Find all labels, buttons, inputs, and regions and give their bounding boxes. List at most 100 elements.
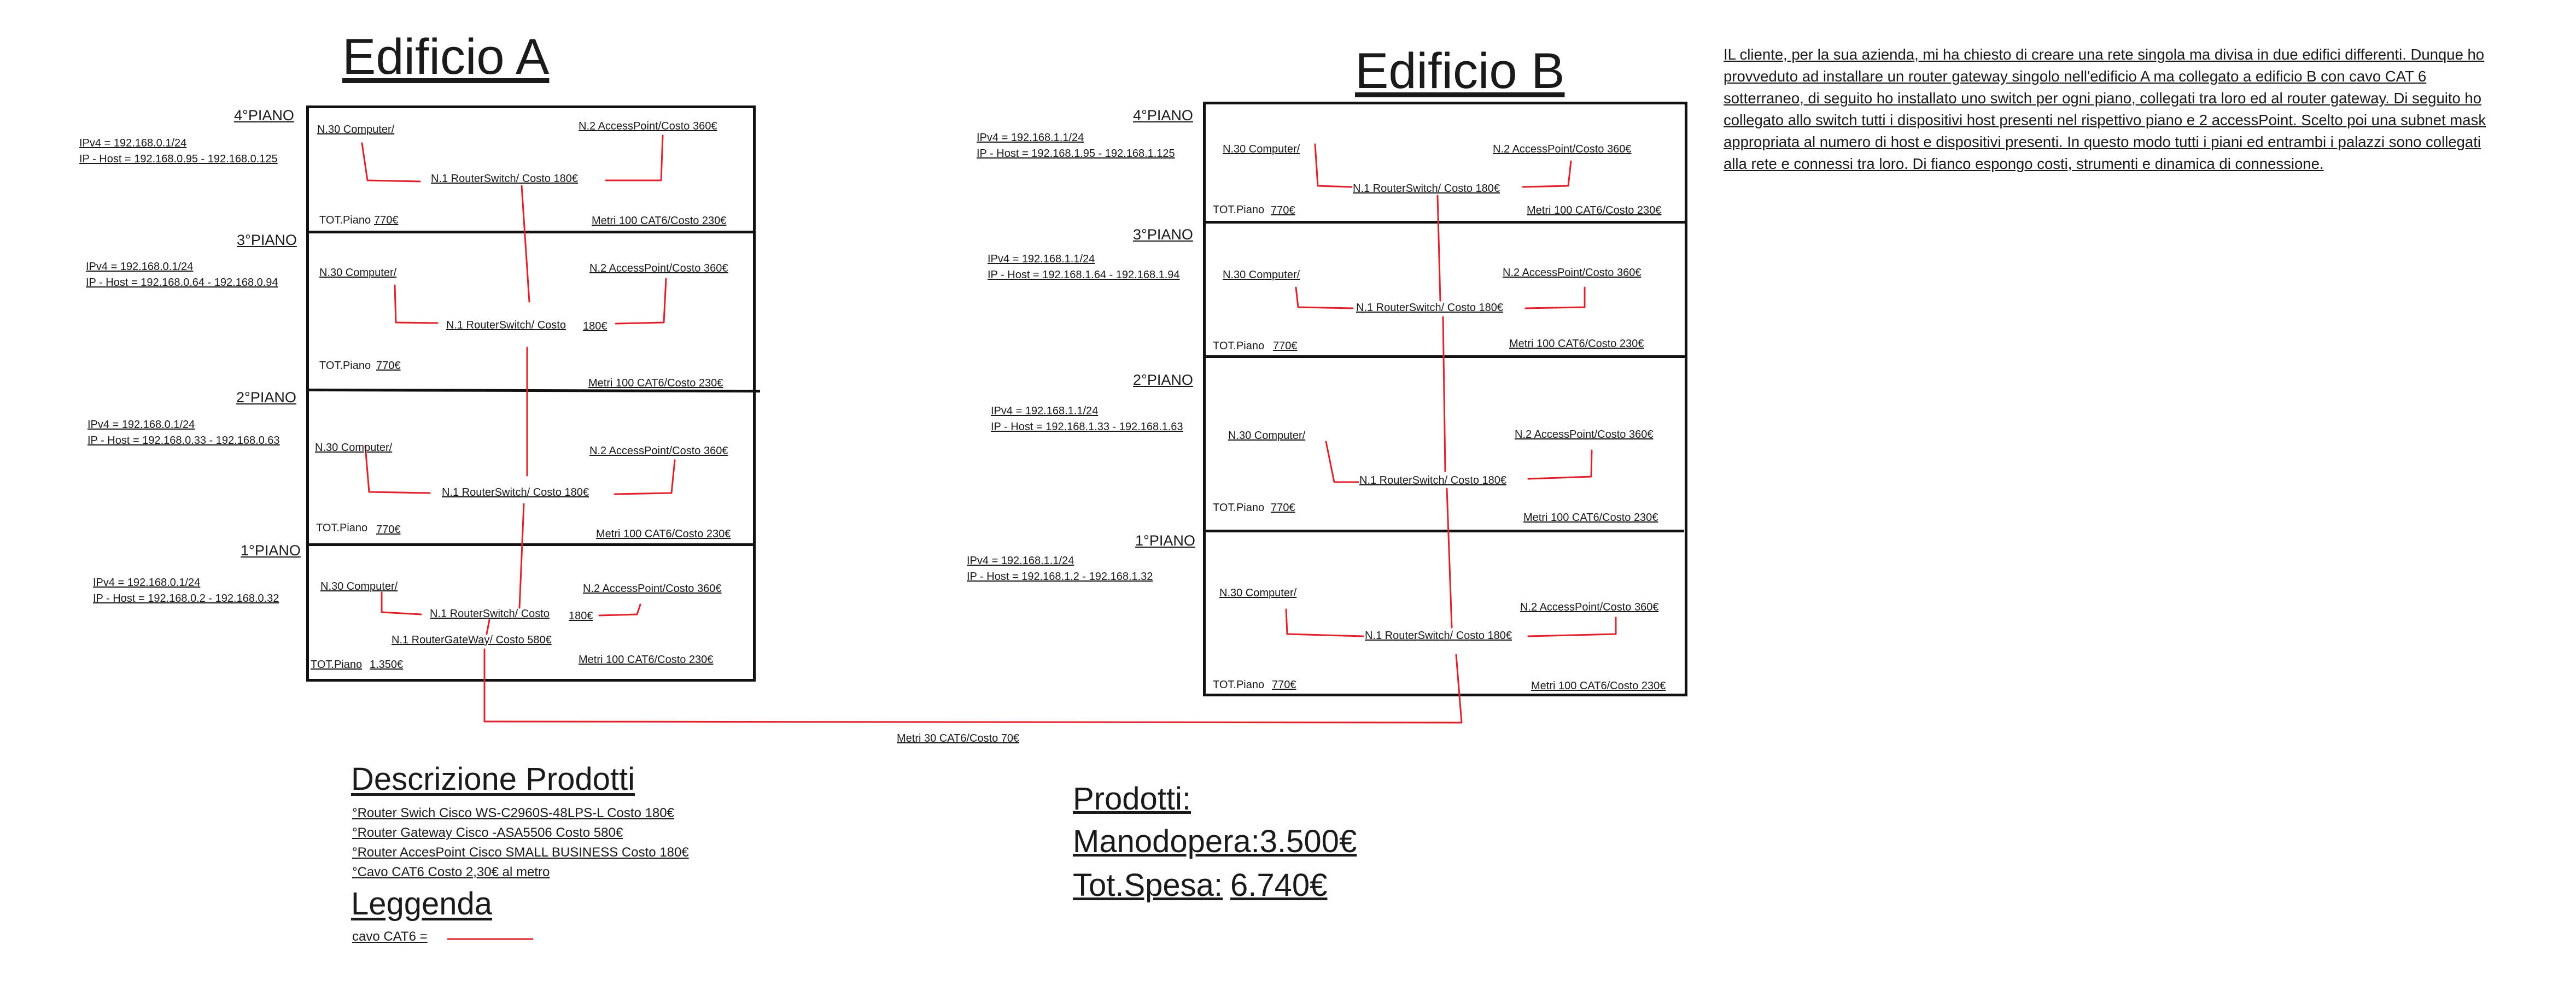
a-floor1-total-label: TOT.Piano [311, 659, 363, 671]
a-floor3-switch: N.1 RouterSwitch/ Costo [446, 319, 566, 331]
b-floor3-cable: Metri 100 CAT6/Costo 230€ [1509, 338, 1644, 350]
cable-a-switch-gateway [486, 619, 490, 635]
product-item: °Router Swich Cisco WS-C2960S-48LPS-L Co… [352, 806, 674, 820]
b-floor2-iprange: IP - Host = 192.168.1.33 - 192.168.1.63 [991, 421, 1183, 433]
b-floor3-label: 3°PIANO [1133, 226, 1193, 243]
floor-divider [306, 231, 756, 233]
b-floor1-computers: N.30 Computer/ [1219, 587, 1297, 599]
cable-b-riser-4-3 [1436, 195, 1441, 302]
a-floor3-cable: Metri 100 CAT6/Costo 230€ [588, 377, 723, 389]
a-floor3-accesspoint: N.2 AccessPoint/Costo 360€ [589, 262, 728, 274]
b-floor1-accesspoint: N.2 AccessPoint/Costo 360€ [1520, 601, 1659, 613]
a-floor1-ipv4: IPv4 = 192.168.0.1/24 [93, 577, 201, 589]
cable-a2-ap [614, 459, 676, 495]
a-floor3-computers: N.30 Computer/ [319, 267, 397, 279]
cable-a4-computers [361, 142, 421, 183]
a-floor2-computers: N.30 Computer/ [315, 442, 393, 454]
b-floor4-label: 4°PIANO [1133, 107, 1193, 124]
b-floor2-switch: N.1 RouterSwitch/ Costo 180€ [1359, 474, 1507, 486]
floor-divider [1203, 221, 1687, 224]
legend-cable-label: cavo CAT6 = [352, 929, 428, 944]
a-floor1-cable: Metri 100 CAT6/Costo 230€ [579, 654, 714, 666]
b-floor4-iprange: IP - Host = 192.168.1.95 - 192.168.1.125 [977, 148, 1175, 160]
b-floor4-accesspoint: N.2 AccessPoint/Costo 360€ [1493, 143, 1632, 155]
b-floor2-total: 770€ [1271, 502, 1295, 514]
a-floor2-switch: N.1 RouterSwitch/ Costo 180€ [442, 486, 589, 498]
a-floor3-label: 3°PIANO [237, 232, 297, 248]
b-floor1-cable: Metri 100 CAT6/Costo 230€ [1531, 680, 1666, 692]
a-floor4-cable: Metri 100 CAT6/Costo 230€ [592, 215, 727, 227]
b-floor3-iprange: IP - Host = 192.168.1.64 - 192.168.1.94 [988, 269, 1180, 281]
legend-heading: Leggenda [351, 886, 493, 922]
summary-products: Prodotti: [1073, 781, 1191, 817]
a-floor3-switch-cost: 180€ [583, 320, 608, 332]
a-floor4-switch: N.1 RouterSwitch/ Costo 180€ [431, 173, 579, 185]
cable-b2-ap [1527, 449, 1593, 480]
a-floor1-accesspoint: N.2 AccessPoint/Costo 360€ [583, 583, 722, 595]
a-floor4-ipv4: IPv4 = 192.168.0.1/24 [79, 137, 187, 149]
b-floor3-total-label: TOT.Piano [1213, 340, 1265, 352]
products-heading: Descrizione Prodotti [351, 761, 635, 797]
cable-b4-ap [1522, 160, 1572, 188]
a-floor1-switch-cost: 180€ [569, 610, 593, 622]
b-floor2-label: 2°PIANO [1133, 372, 1193, 388]
a-floor4-total-label: TOT.Piano [319, 214, 371, 226]
cable-a1-ap [598, 603, 641, 617]
b-floor4-ipv4: IPv4 = 192.168.1.1/24 [977, 132, 1084, 144]
a-floor2-ipv4: IPv4 = 192.168.0.1/24 [87, 419, 195, 431]
cable-b4-computers [1314, 143, 1353, 188]
a-floor1-iprange: IP - Host = 192.168.0.2 - 192.168.0.32 [93, 593, 279, 605]
a-floor1-switch: N.1 RouterSwitch/ Costo [430, 608, 550, 620]
b-floor1-ipv4: IPv4 = 192.168.1.1/24 [967, 555, 1074, 567]
floor-divider [306, 543, 756, 546]
building-b-title: Edificio B [1355, 43, 1565, 99]
a-floor4-iprange: IP - Host = 192.168.0.95 - 192.168.0.125 [79, 153, 278, 165]
a-floor4-total: 770€ [374, 214, 399, 226]
b-floor1-total-label: TOT.Piano [1213, 679, 1265, 691]
b-floor1-switch: N.1 RouterSwitch/ Costo 180€ [1365, 630, 1512, 642]
cable-a-riser-2-1 [518, 503, 525, 609]
b-floor3-ipv4: IPv4 = 192.168.1.1/24 [988, 253, 1095, 265]
b-floor1-label: 1°PIANO [1135, 532, 1195, 549]
cable-b2-computers [1325, 441, 1359, 483]
cable-a3-computers [394, 284, 439, 324]
summary-total: 6.740€ [1230, 867, 1328, 903]
building-a-title: Edificio A [342, 29, 550, 85]
b-floor1-iprange: IP - Host = 192.168.1.2 - 192.168.1.32 [967, 571, 1153, 583]
b-floor3-computers: N.30 Computer/ [1223, 269, 1300, 281]
a-floor3-total: 770€ [376, 360, 401, 372]
cable-a3-ap [615, 278, 667, 325]
a-floor4-computers: N.30 Computer/ [317, 124, 395, 136]
b-floor2-ipv4: IPv4 = 192.168.1.1/24 [991, 405, 1099, 417]
b-floor1-total: 770€ [1272, 679, 1296, 691]
a-floor2-total: 770€ [376, 524, 401, 536]
b-floor4-total-label: TOT.Piano [1213, 204, 1265, 216]
b-floor3-switch: N.1 RouterSwitch/ Costo 180€ [1356, 302, 1504, 314]
cable-a4-ap [605, 134, 664, 181]
cable-a1-computers [381, 591, 422, 615]
a-floor1-total: 1.350€ [370, 659, 404, 671]
a-floor4-accesspoint: N.2 AccessPoint/Costo 360€ [579, 120, 717, 132]
a-gateway-router: N.1 RouterGateWay/ Costo 580€ [392, 634, 552, 646]
a-floor1-label: 1°PIANO [241, 542, 301, 559]
a-floor3-iprange: IP - Host = 192.168.0.64 - 192.168.0.94 [86, 277, 278, 289]
a-floor2-accesspoint: N.2 AccessPoint/Costo 360€ [589, 445, 728, 457]
product-item: °Router AccesPoint Cisco SMALL BUSINESS … [352, 845, 689, 860]
a-floor3-total-label: TOT.Piano [319, 360, 371, 372]
cable-b-riser-3-2 [1442, 316, 1446, 472]
a-floor2-cable: Metri 100 CAT6/Costo 230€ [596, 528, 731, 540]
cable-b-riser-2-1 [1446, 488, 1453, 629]
cable-a2-computers [364, 445, 431, 494]
floor-divider [1203, 530, 1684, 532]
a-floor2-iprange: IP - Host = 192.168.0.33 - 192.168.0.63 [87, 435, 280, 447]
a-floor1-computers: N.30 Computer/ [320, 580, 398, 593]
cable-a-riser-4-3 [521, 185, 530, 303]
b-floor3-total: 770€ [1273, 340, 1298, 352]
b-floor2-accesspoint: N.2 AccessPoint/Costo 360€ [1515, 429, 1654, 441]
b-floor4-total: 770€ [1271, 204, 1295, 216]
b-floor2-cable: Metri 100 CAT6/Costo 230€ [1523, 512, 1658, 524]
product-item: °Cavo CAT6 Costo 2,30€ al metro [352, 865, 550, 879]
cable-b3-computers [1295, 286, 1354, 309]
a-floor2-total-label: TOT.Piano [316, 522, 368, 534]
cable-b1-computers [1285, 608, 1364, 637]
